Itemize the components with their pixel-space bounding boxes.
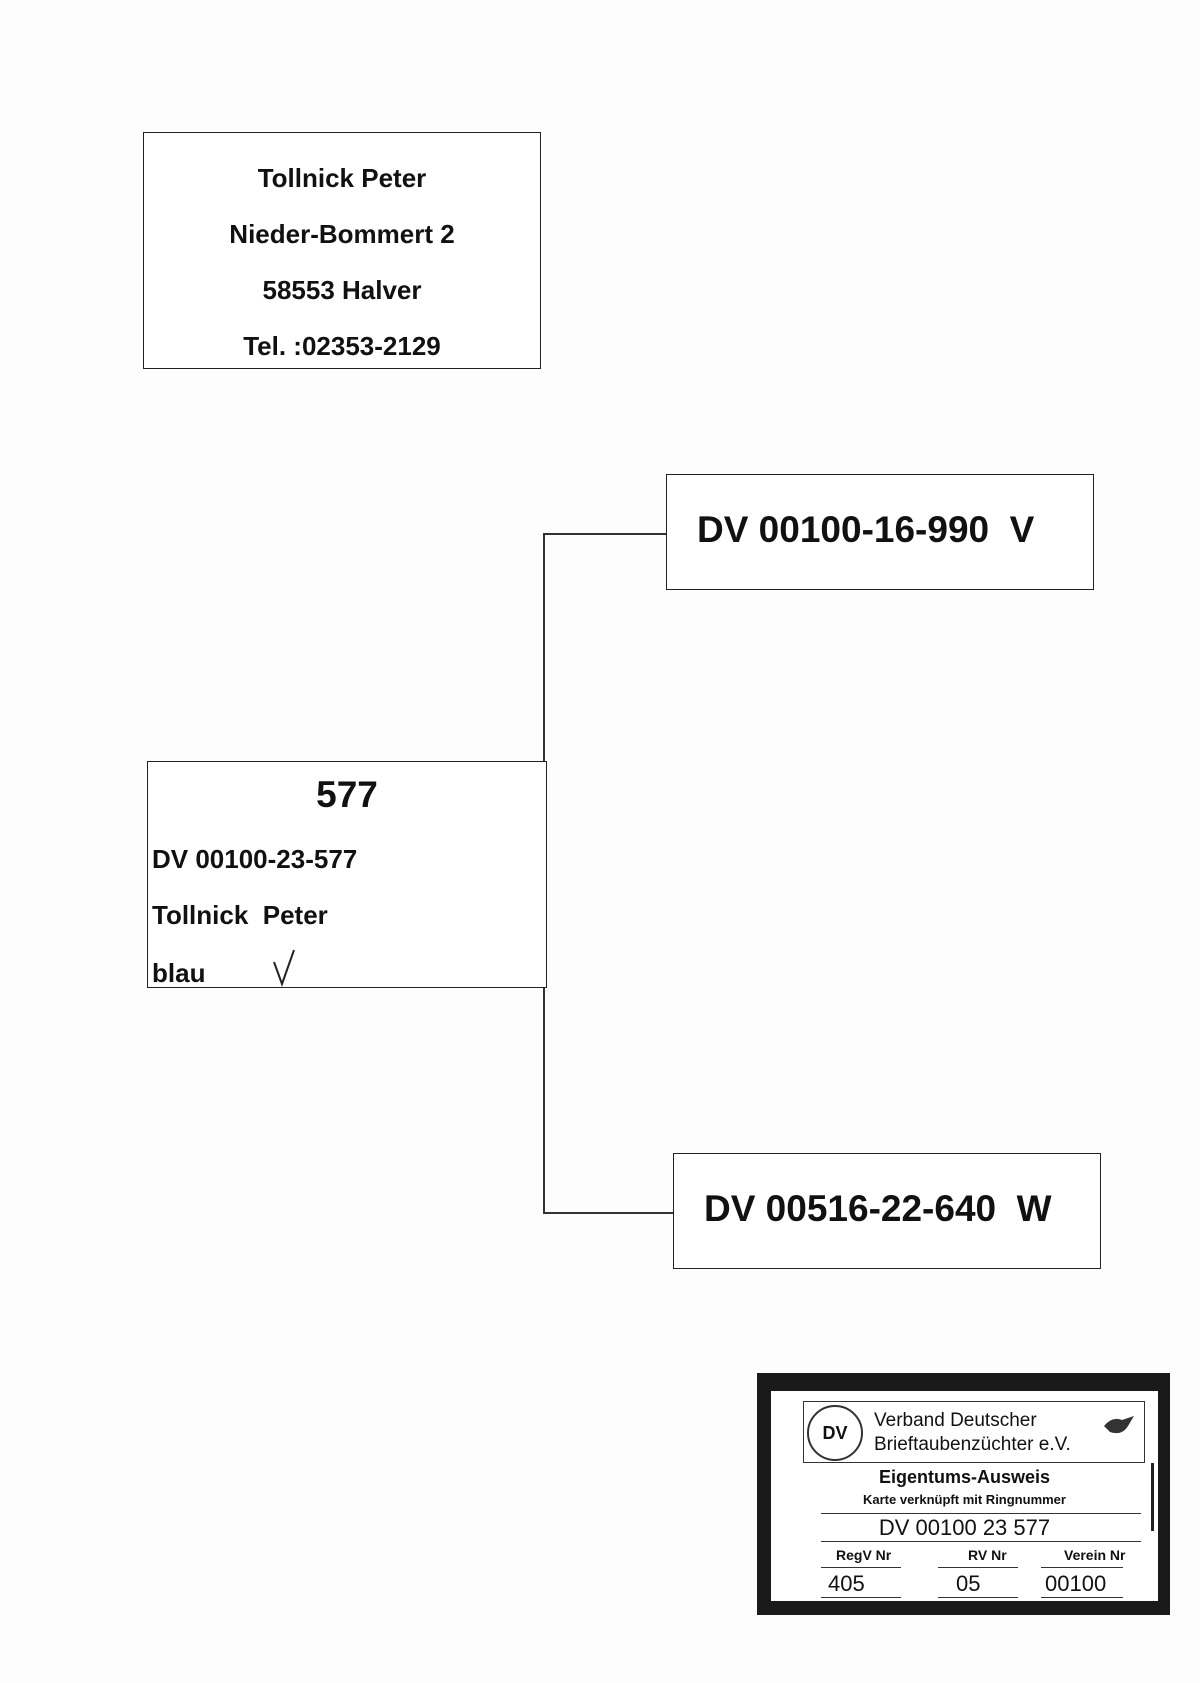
card-subtitle: Karte verknüpft mit Ringnummer xyxy=(863,1492,1066,1507)
owner-name: Tollnick Peter xyxy=(257,163,427,193)
card-header: DV Verband Deutscher Brieftaubenzüchter … xyxy=(803,1401,1145,1463)
father-box: DV 00100-16-990 V xyxy=(666,474,1094,590)
checkmark-icon xyxy=(273,949,295,987)
card-ring: DV 00100 23 577 xyxy=(878,1515,1051,1540)
pedigree-connector-father xyxy=(543,533,667,535)
regv-value: 405 xyxy=(828,1571,865,1596)
divider xyxy=(938,1567,1018,1569)
owner-phone: Tel. :02353-2129 xyxy=(243,331,441,361)
mother-ring: DV 00516-22-640 W xyxy=(704,1188,1052,1229)
pigeon-box: 577 DV 00100-23-577 Tollnick Peter blau xyxy=(147,761,547,988)
pedigree-connector-mother xyxy=(543,1212,674,1214)
pigeon-logo-icon xyxy=(1104,1416,1134,1434)
association-seal-icon: DV xyxy=(807,1405,863,1461)
father-ring: DV 00100-16-990 V xyxy=(697,509,1035,550)
mother-box: DV 00516-22-640 W xyxy=(673,1153,1101,1269)
divider xyxy=(821,1513,1141,1515)
rv-label: RV Nr xyxy=(968,1547,1007,1563)
divider xyxy=(1041,1597,1123,1599)
rv-value: 05 xyxy=(956,1571,981,1596)
verein-label: Verein Nr xyxy=(1064,1547,1126,1563)
divider xyxy=(1041,1567,1123,1569)
owner-street: Nieder-Bommert 2 xyxy=(229,219,455,249)
ownership-card: DV Verband Deutscher Brieftaubenzüchter … xyxy=(757,1373,1170,1615)
divider xyxy=(938,1597,1018,1599)
divider xyxy=(821,1597,901,1599)
verein-value: 00100 xyxy=(1045,1571,1107,1596)
owner-city: 58553 Halver xyxy=(262,275,422,305)
pigeon-short-number: 577 xyxy=(316,774,378,815)
pigeon-color: blau xyxy=(152,958,206,988)
org-line2: Brieftaubenzüchter e.V. xyxy=(874,1434,1071,1455)
pigeon-owner: Tollnick Peter xyxy=(152,900,328,930)
divider xyxy=(821,1567,901,1569)
regv-label: RegV Nr xyxy=(836,1547,892,1563)
owner-address-box: Tollnick Peter Nieder-Bommert 2 58553 Ha… xyxy=(143,132,541,369)
card-mark xyxy=(1151,1463,1154,1531)
pigeon-ring: DV 00100-23-577 xyxy=(152,844,358,874)
org-line1: Verband Deutscher xyxy=(874,1410,1037,1431)
card-title: Eigentums-Ausweis xyxy=(878,1467,1051,1487)
divider xyxy=(821,1541,1141,1543)
